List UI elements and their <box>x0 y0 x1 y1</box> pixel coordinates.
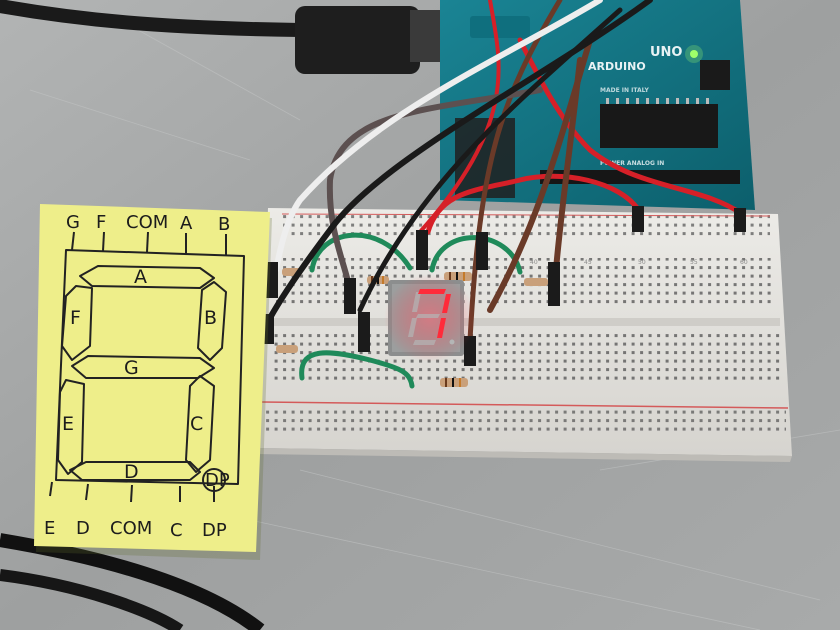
segment-label-c: C <box>190 413 203 435</box>
resistor <box>444 272 472 281</box>
segment-a-lit <box>418 289 446 294</box>
segment-label-dp: DP <box>205 470 230 491</box>
column-number-45: 45 <box>584 259 592 266</box>
segment-label-b: B <box>204 307 217 329</box>
arduino-brand: ARDUINO <box>588 60 646 73</box>
arduino-model: UNO <box>650 45 683 60</box>
resistor <box>276 345 298 353</box>
resistor <box>524 278 548 286</box>
resistors <box>276 268 548 387</box>
segment-label-f: F <box>70 307 81 329</box>
arduino-header-label: POWER ANALOG IN <box>600 160 664 167</box>
segment-label-e: E <box>62 413 74 435</box>
segment-label-g: G <box>124 357 139 379</box>
segment-b-lit <box>442 294 451 313</box>
top-pin-label-b: B <box>218 214 230 235</box>
column-number-50: 50 <box>638 259 646 266</box>
pinout-drawing <box>49 231 245 503</box>
top-pin-label-com: COM <box>126 212 168 233</box>
arduino-made-in: MADE IN ITALY <box>600 87 650 94</box>
bottom-pin-label-com: COM <box>110 518 152 539</box>
decimal-point <box>449 339 455 345</box>
bottom-pin-label-c: C <box>170 520 183 541</box>
column-number-60: 60 <box>740 259 748 266</box>
segment-label-d: D <box>124 461 139 483</box>
segment-c-lit <box>437 318 446 338</box>
arduino-on-led-icon <box>690 50 698 58</box>
wire-housings <box>262 206 746 366</box>
column-number-40: 40 <box>530 259 538 266</box>
column-number-55: 55 <box>690 259 698 266</box>
jumper-wires <box>267 0 745 389</box>
bottom-pin-label-d: D <box>76 518 90 539</box>
seven-segment-display: 7 <box>384 274 476 362</box>
power-cable <box>0 533 265 630</box>
top-pin-label-a: A <box>180 213 193 234</box>
sticky-note: G F COM A B <box>34 204 272 560</box>
bottom-pin-label-e: E <box>44 518 55 539</box>
segment-label-a: A <box>134 266 147 288</box>
top-pin-label-g: G <box>66 212 80 233</box>
resistor <box>440 378 468 387</box>
top-pin-label-f: F <box>96 212 106 233</box>
bottom-pin-label-dp: DP <box>202 520 227 541</box>
arduino-chip <box>600 104 718 148</box>
